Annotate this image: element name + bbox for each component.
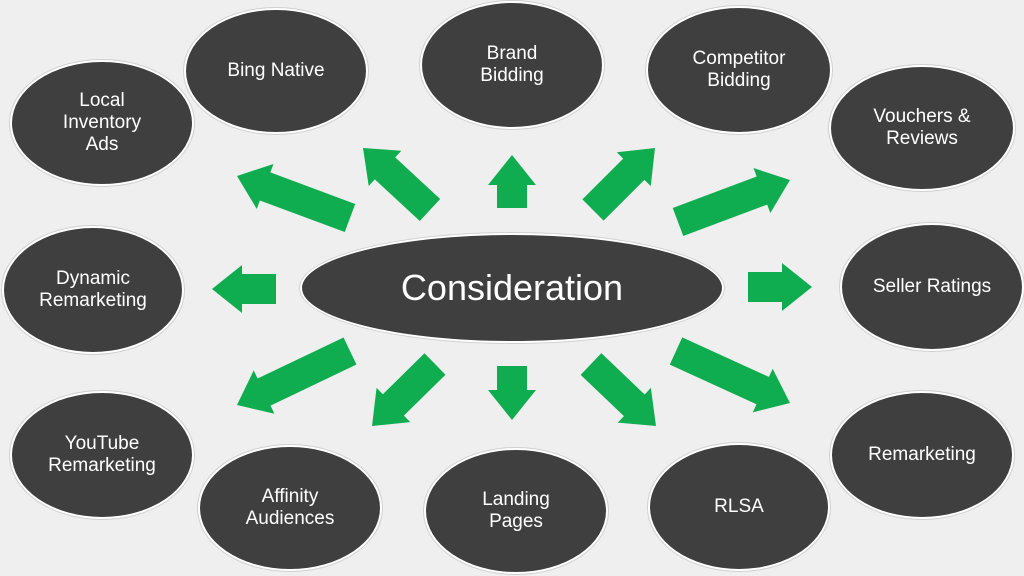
arrow-to-youtube-remarketing [236,337,357,414]
arrow-to-youtube-remarketing-shape [236,337,357,414]
arrow-to-seller-ratings-shape [748,263,812,311]
node-affinity-audiences: Affinity Audiences [198,445,382,571]
node-seller-ratings: Seller Ratings [840,223,1024,351]
arrow-to-bing-native [362,147,441,222]
node-brand-bidding: Brand Bidding [420,1,604,129]
node-competitor-bidding: Competitor Bidding [646,6,832,134]
arrow-to-competitor-bidding [582,148,655,221]
arrow-to-dynamic-remarketing [212,265,276,313]
arrow-to-rlsa-shape [580,353,656,426]
arrow-to-landing-pages [488,366,536,420]
arrow-to-affinity-audiences-shape [371,353,446,427]
arrow-to-bing-native-shape [362,147,441,222]
arrow-to-vouchers-reviews-shape [672,168,790,237]
center-node-consideration: Consideration [300,233,724,343]
arrow-to-brand-bidding [488,155,536,208]
node-landing-pages: Landing Pages [424,448,608,574]
node-remarketing: Remarketing [830,391,1014,519]
node-rlsa: RLSA [648,443,830,571]
node-dynamic-remarketing: Dynamic Remarketing [2,226,184,354]
node-local-inventory-ads: Local Inventory Ads [10,60,194,186]
arrow-to-local-inventory-ads-shape [236,163,356,233]
arrow-to-dynamic-remarketing-shape [212,265,276,313]
node-vouchers-reviews: Vouchers & Reviews [829,65,1015,191]
arrow-to-local-inventory-ads [236,163,356,233]
arrow-to-brand-bidding-shape [488,155,536,208]
node-youtube-remarketing: YouTube Remarketing [10,391,194,519]
arrow-to-seller-ratings [748,263,812,311]
node-bing-native: Bing Native [184,8,368,134]
arrow-to-remarketing-shape [669,337,791,413]
arrow-to-landing-pages-shape [488,366,536,420]
arrow-to-vouchers-reviews [672,168,790,237]
arrow-to-affinity-audiences [371,353,446,427]
arrow-to-competitor-bidding-shape [582,148,655,221]
arrow-to-remarketing [669,337,791,413]
arrow-to-rlsa [580,353,656,426]
